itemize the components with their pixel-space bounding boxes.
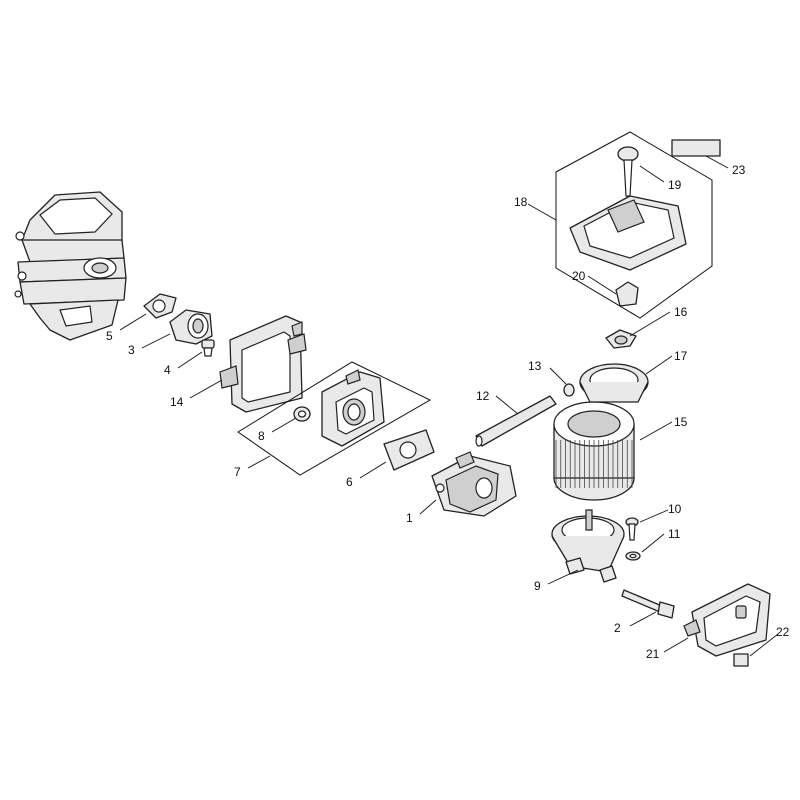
callout-18: 18 [514,195,528,209]
assembly-frame-18 [555,131,713,319]
air-filter-base-9 [551,509,625,583]
grommet-8 [293,406,311,422]
callout-numbers: 1 2 3 4 5 6 7 8 9 10 11 12 13 14 15 16 1… [106,163,790,661]
intake-manifold-3 [169,309,213,345]
callout-2: 2 [614,621,621,635]
gasket-6 [383,429,435,471]
label-22 [733,653,749,667]
callout-20: 20 [572,269,586,283]
wing-nut-16 [605,329,637,349]
callout-15: 15 [674,415,688,429]
callout-1: 1 [406,511,413,525]
screw-10 [625,517,639,541]
callout-21: 21 [646,647,660,661]
washer-11 [625,551,641,561]
callout-4: 4 [164,363,171,377]
carburetor-box-7 [321,369,385,447]
screw-2 [621,589,675,619]
filter-cover-17 [579,363,649,403]
callout-14: 14 [170,395,184,409]
label-23 [671,139,721,157]
callout-5: 5 [106,329,113,343]
carburetor-1 [431,451,517,517]
assembly-frame-7 [237,361,432,476]
callout-13: 13 [528,359,542,373]
knob-19 [617,146,639,197]
callout-6: 6 [346,475,353,489]
callout-10: 10 [668,502,682,516]
gasket-5 [143,293,177,319]
callout-19: 19 [668,178,682,192]
callout-9: 9 [534,579,541,593]
callout-16: 16 [674,305,688,319]
callout-12: 12 [476,389,490,403]
callout-8: 8 [258,429,265,443]
callout-23: 23 [732,163,746,177]
callout-3: 3 [128,343,135,357]
callout-7: 7 [234,465,241,479]
cylinder-drawing [14,191,127,341]
bracket-21 [683,583,771,657]
callout-22: 22 [776,625,790,639]
rod-12 [475,395,557,447]
callout-11: 11 [668,527,681,541]
shroud-18 [569,195,687,271]
callout-17: 17 [674,349,688,363]
leader-lines [119,155,779,657]
intake-frame-14 [219,315,307,413]
grommet-13 [563,383,575,397]
air-filter-15 [553,401,635,501]
screw-4 [201,339,215,357]
plug-20 [615,281,639,307]
